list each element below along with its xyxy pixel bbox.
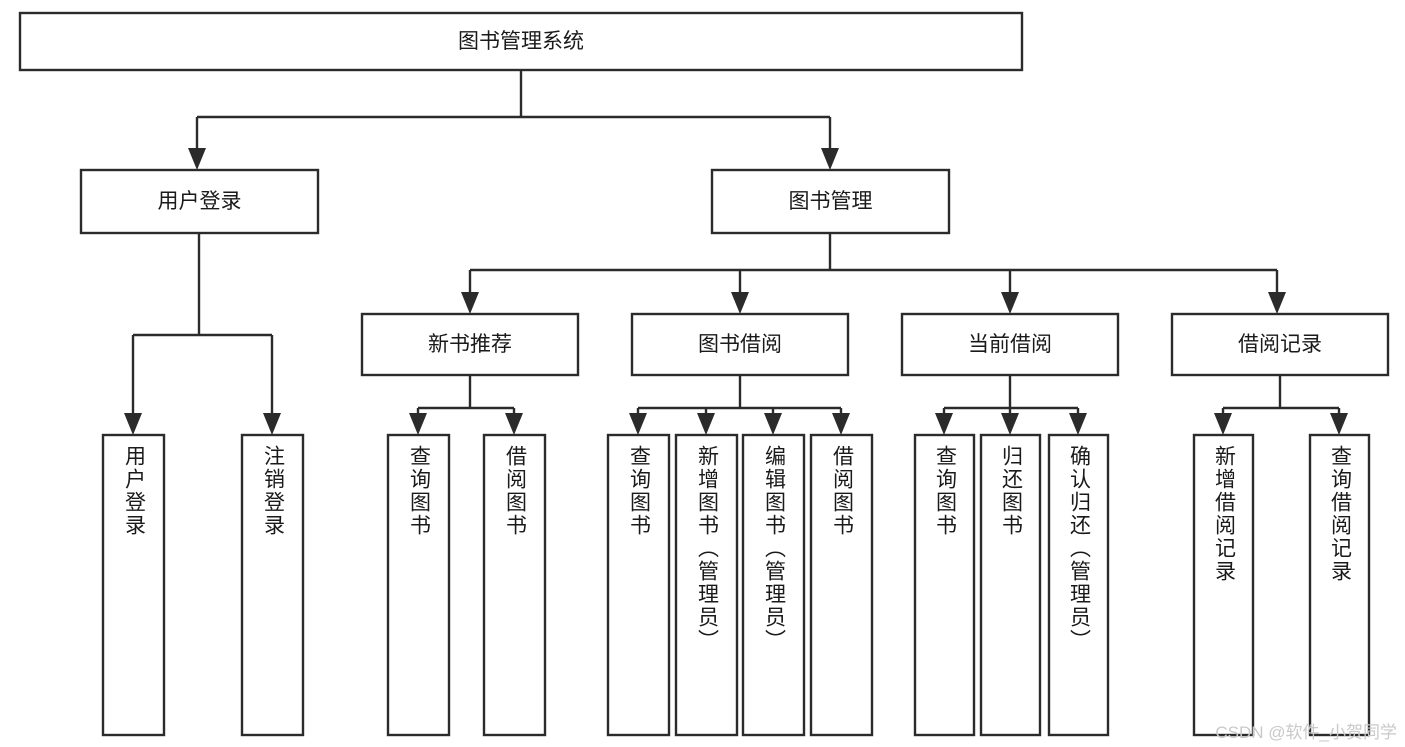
leaf-node-6[interactable]	[674, 433, 739, 737]
leaf-node-rect	[1047, 433, 1110, 737]
root-arrow-1	[188, 148, 206, 170]
leaf-node-rect	[809, 433, 874, 737]
level3-node-3[interactable]: 当前借阅	[900, 312, 1120, 377]
leaf-node-rect	[1192, 433, 1255, 737]
group-1-arrow-2	[263, 413, 281, 435]
group-3-arrow-4	[832, 413, 850, 435]
group-3-arrow-1	[629, 413, 647, 435]
level2-node-rect	[710, 168, 951, 235]
leaf-node-11[interactable]	[1047, 433, 1110, 737]
leaf-node-1[interactable]	[101, 433, 166, 737]
group-5-arrow-2	[1330, 413, 1348, 435]
group-3-arrow-2	[697, 413, 715, 435]
level3-node-2[interactable]: 图书借阅	[630, 312, 850, 377]
leaf-node-8[interactable]	[809, 433, 874, 737]
level3-node-1[interactable]: 新书推荐	[360, 312, 580, 377]
group-2-arrow-2	[505, 413, 523, 435]
leaf-node-rect	[482, 433, 547, 737]
root-node-1[interactable]: 图书管理系统	[18, 11, 1024, 72]
mgmt-arrow-2	[731, 292, 749, 314]
group-1-arrow-1	[124, 413, 142, 435]
leaf-node-4[interactable]	[482, 433, 547, 737]
leaf-node-9[interactable]	[913, 433, 976, 737]
leaf-node-2[interactable]	[240, 433, 305, 737]
mgmt-arrow-4	[1268, 292, 1286, 314]
leaf-node-rect	[240, 433, 305, 737]
level3-node-rect	[1170, 312, 1390, 377]
leaf-node-rect	[741, 433, 806, 737]
root-node-rect	[18, 11, 1024, 72]
level2-node-1[interactable]: 用户登录	[79, 168, 320, 235]
leaf-node-rect	[979, 433, 1042, 737]
leaf-node-13[interactable]	[1308, 433, 1371, 737]
connector-layer	[124, 70, 1348, 435]
group-4-arrow-2	[1001, 413, 1019, 435]
leaf-node-rect	[101, 433, 166, 737]
level3-node-rect	[360, 312, 580, 377]
level3-node-rect	[630, 312, 850, 377]
group-4-arrow-3	[1069, 413, 1087, 435]
level3-node-label: 图书借阅	[698, 333, 782, 356]
group-4-arrow-1	[935, 413, 953, 435]
leaf-node-rect	[386, 433, 451, 737]
level2-node-2[interactable]: 图书管理	[710, 168, 951, 235]
level3-node-rect	[900, 312, 1120, 377]
level2-node-label: 图书管理	[789, 190, 873, 213]
leaf-node-5[interactable]	[606, 433, 671, 737]
level2-node-label: 用户登录	[158, 190, 242, 213]
level3-node-label: 新书推荐	[428, 333, 512, 356]
mgmt-arrow-1	[461, 292, 479, 314]
root-arrow-2	[821, 148, 839, 170]
leaf-node-rect	[606, 433, 671, 737]
leaf-node-rect	[674, 433, 739, 737]
leaf-node-rect	[913, 433, 976, 737]
level3-node-4[interactable]: 借阅记录	[1170, 312, 1390, 377]
group-5-arrow-1	[1214, 413, 1232, 435]
root-node-label: 图书管理系统	[458, 30, 584, 53]
leaf-node-7[interactable]	[741, 433, 806, 737]
level3-node-label: 借阅记录	[1238, 333, 1322, 356]
leaf-node-rect	[1308, 433, 1371, 737]
level2-node-rect	[79, 168, 320, 235]
group-3-arrow-3	[764, 413, 782, 435]
level3-node-label: 当前借阅	[968, 333, 1052, 356]
leaf-node-12[interactable]	[1192, 433, 1255, 737]
mgmt-arrow-3	[1001, 292, 1019, 314]
group-2-arrow-1	[409, 413, 427, 435]
leaf-node-10[interactable]	[979, 433, 1042, 737]
leaf-node-3[interactable]	[386, 433, 451, 737]
